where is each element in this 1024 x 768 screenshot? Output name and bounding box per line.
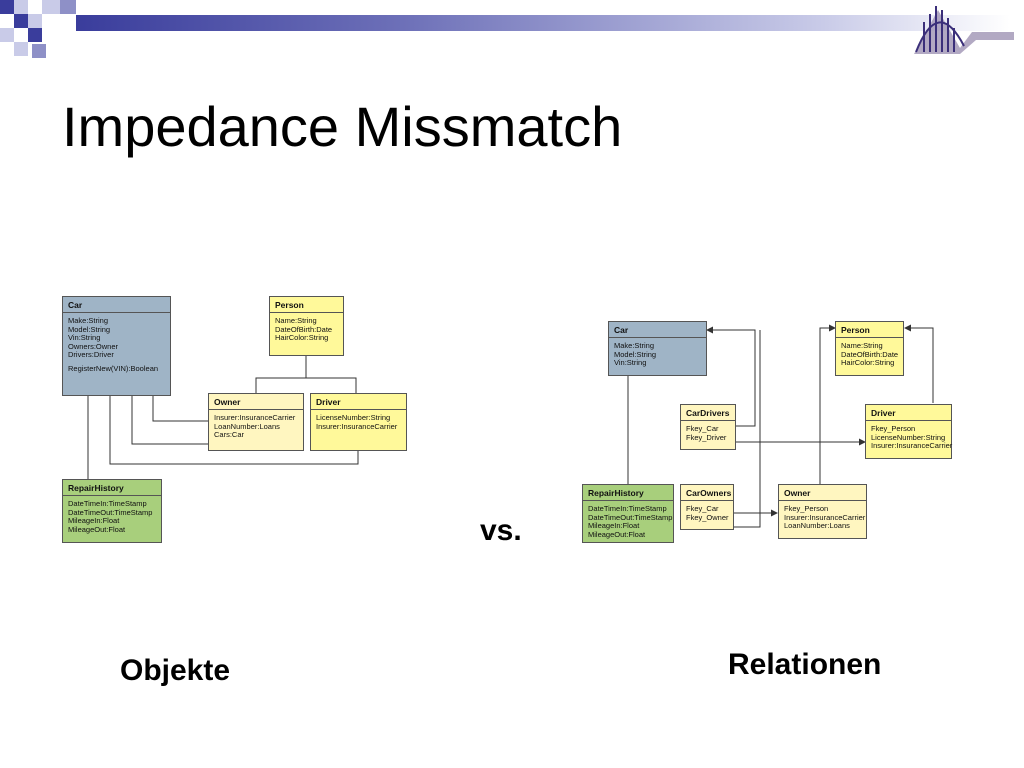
field: LicenseNumber:String: [316, 413, 391, 422]
decor-square: [32, 44, 46, 58]
table-repair-history: RepairHistory DateTimeIn:TimeStamp DateT…: [582, 484, 674, 543]
field: DateOfBirth:Date: [841, 349, 899, 359]
field: Fkey_Person: [784, 504, 829, 513]
field: Owners:Owner: [68, 341, 119, 351]
connector: [904, 324, 934, 403]
field: Cars:Car: [214, 430, 245, 440]
field: Insurer:InsuranceCarrier: [784, 512, 866, 522]
field: Insurer:InsuranceCarrier: [214, 413, 296, 422]
table-fields: Name:String DateOfBirth:Date HairColor:S…: [836, 338, 903, 372]
connector: [109, 396, 359, 465]
entity-car: Car Make:String Model:String Vin:String …: [62, 296, 171, 396]
table-driver: Driver Fkey_Person LicenseNumber:String …: [865, 404, 952, 459]
field: DateTimeIn:TimeStamp: [68, 499, 147, 508]
field: Name:String: [275, 316, 317, 325]
field: Fkey_Owner: [686, 512, 729, 522]
decor-square: [0, 28, 14, 42]
table-car-owners: CarOwners Fkey_Car Fkey_Owner: [680, 484, 734, 530]
university-logo-icon: [914, 2, 1014, 59]
table-name: Person: [836, 322, 903, 338]
table-name: CarDrivers: [681, 405, 735, 421]
entity-fields: Make:String Model:String Vin:String Owne…: [63, 313, 170, 378]
field: Vin:String: [614, 358, 647, 368]
entity-name: RepairHistory: [63, 480, 161, 496]
objects-caption: Objekte: [120, 654, 231, 687]
vs-label: vs.: [480, 514, 522, 547]
table-name: CarOwners: [681, 485, 733, 501]
field: Fkey_Car: [686, 504, 719, 513]
field: Make:String: [68, 316, 109, 325]
field: MileageIn:Float: [68, 516, 120, 526]
relations-caption: Relationen: [728, 648, 882, 681]
field: Model:String: [68, 324, 111, 334]
connector: [152, 396, 208, 422]
connector: [819, 324, 836, 484]
slide-title: Impedance Missmatch: [62, 95, 623, 158]
field: Fkey_Person: [871, 424, 916, 433]
entity-name: Person: [270, 297, 343, 313]
table-name: Owner: [779, 485, 866, 501]
entity-fields: Name:String DateOfBirth:Date HairColor:S…: [270, 313, 343, 347]
entity-owner: Owner Insurer:InsuranceCarrier LoanNumbe…: [208, 393, 304, 451]
decor-square: [14, 0, 28, 14]
field: DateTimeIn:TimeStamp: [588, 504, 667, 513]
table-fields: Fkey_Car Fkey_Driver: [681, 421, 735, 446]
decor-square: [14, 14, 28, 28]
entity-driver: Driver LicenseNumber:String Insurer:Insu…: [310, 393, 407, 451]
field: LicenseNumber:String: [871, 432, 946, 442]
connector: [706, 326, 756, 427]
table-fields: Fkey_Person LicenseNumber:String Insurer…: [866, 421, 953, 455]
field: LoanNumber:Loans: [784, 521, 850, 531]
field: DateTimeOut:TimeStamp: [588, 512, 673, 522]
table-name: Car: [609, 322, 706, 338]
table-name: Driver: [866, 405, 951, 421]
table-fields: Fkey_Car Fkey_Owner: [681, 501, 733, 526]
entity-name: Owner: [209, 394, 303, 410]
entity-person: Person Name:String DateOfBirth:Date Hair…: [269, 296, 344, 356]
table-car-drivers: CarDrivers Fkey_Car Fkey_Driver: [680, 404, 736, 450]
decor-square: [14, 42, 28, 56]
header-bar: [76, 15, 1010, 31]
field: MileageIn:Float: [588, 521, 640, 531]
field: Make:String: [614, 341, 655, 350]
decor-square: [28, 28, 42, 42]
entity-name: Car: [63, 297, 170, 313]
decor-square: [28, 14, 42, 28]
table-fields: DateTimeIn:TimeStamp DateTimeOut:TimeSta…: [583, 501, 673, 543]
field: DateOfBirth:Date: [275, 324, 333, 334]
table-owner: Owner Fkey_Person Insurer:InsuranceCarri…: [778, 484, 867, 539]
field: Vin:String: [68, 333, 101, 343]
field: Insurer:InsuranceCarrier: [871, 441, 953, 451]
field: MileageOut:Float: [588, 529, 646, 539]
field: LoanNumber:Loans: [214, 421, 280, 431]
field: MileageOut:Float: [68, 524, 126, 534]
table-person: Person Name:String DateOfBirth:Date Hair…: [835, 321, 904, 376]
decor-square: [0, 0, 14, 14]
decor-square: [42, 0, 60, 14]
field: Name:String: [841, 341, 883, 350]
table-fields: Fkey_Person Insurer:InsuranceCarrier Loa…: [779, 501, 866, 535]
entity-repair-history: RepairHistory DateTimeIn:TimeStamp DateT…: [62, 479, 162, 543]
connector: [255, 377, 357, 393]
connector: [131, 396, 208, 445]
field: Model:String: [614, 349, 657, 359]
entity-name: Driver: [311, 394, 406, 410]
field: HairColor:String: [841, 358, 895, 368]
connector: [732, 330, 761, 528]
decor-square: [60, 0, 76, 14]
field: Fkey_Driver: [686, 432, 727, 442]
entity-fields: Insurer:InsuranceCarrier LoanNumber:Loan…: [209, 410, 303, 444]
field: HairColor:String: [275, 333, 329, 343]
field: Insurer:InsuranceCarrier: [316, 421, 398, 431]
entity-fields: DateTimeIn:TimeStamp DateTimeOut:TimeSta…: [63, 496, 161, 538]
entity-fields: LicenseNumber:String Insurer:InsuranceCa…: [311, 410, 406, 435]
method: RegisterNew(VIN):Boolean: [68, 363, 159, 373]
field: DateTimeOut:TimeStamp: [68, 507, 153, 517]
table-fields: Make:String Model:String Vin:String: [609, 338, 706, 372]
table-name: RepairHistory: [583, 485, 673, 501]
table-car: Car Make:String Model:String Vin:String: [608, 321, 707, 376]
field: Fkey_Car: [686, 424, 719, 433]
field: Drivers:Driver: [68, 350, 114, 360]
